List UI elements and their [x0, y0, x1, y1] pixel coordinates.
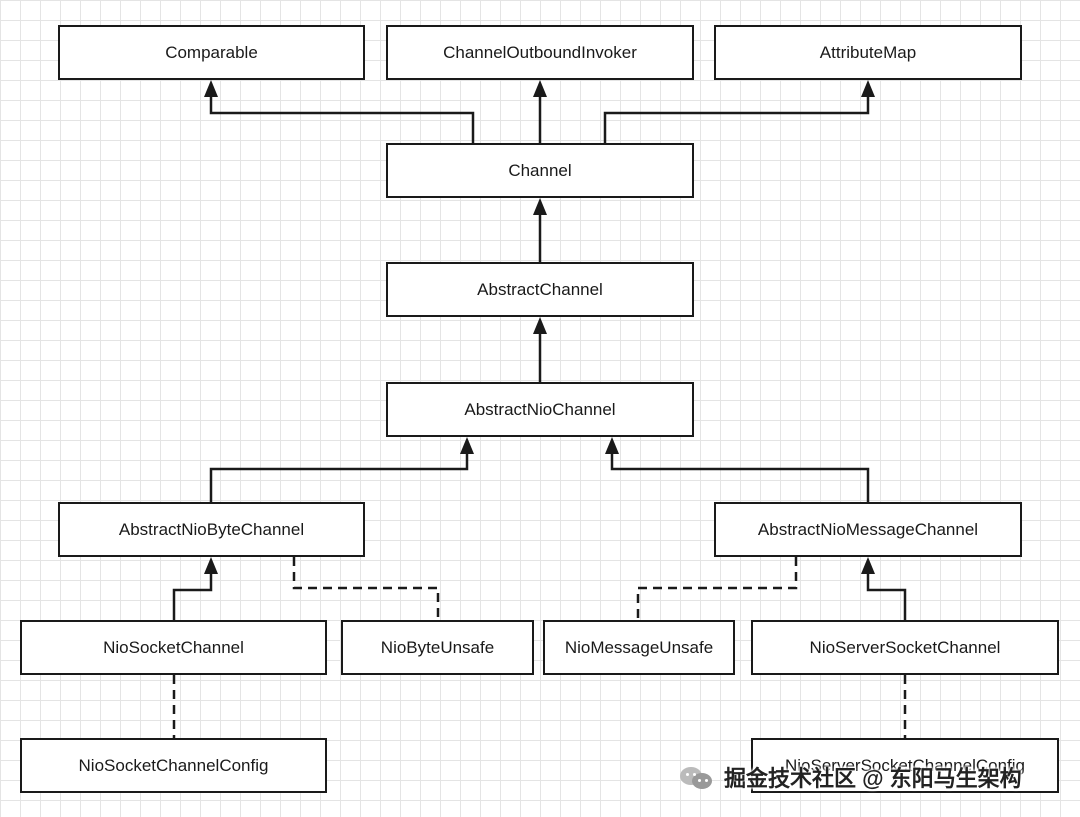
- edge-byte-unsafe-byte-channel: [292, 557, 440, 620]
- arrowhead-nio-channel-left: [460, 437, 474, 454]
- node-nio-message-unsafe: NioMessageUnsafe: [543, 620, 735, 675]
- node-nio-socket-channel: NioSocketChannel: [20, 620, 327, 675]
- arrowhead-nio-channel-right: [605, 437, 619, 454]
- edge-message-channel-nio-channel: [610, 452, 870, 502]
- node-abstract-nio-channel: AbstractNioChannel: [386, 382, 694, 437]
- node-abstract-nio-byte-channel: AbstractNioByteChannel: [58, 502, 365, 557]
- arrowhead-byte-channel: [204, 557, 218, 574]
- watermark-text: 掘金技术社区 @ 东阳马生架构: [724, 766, 1022, 791]
- wechat-icon: [680, 763, 714, 791]
- edge-channel-attribute-map: [603, 94, 870, 143]
- node-nio-server-socket-channel-config: NioServerSocketChannelConfig: [751, 738, 1059, 793]
- node-channel-outbound-invoker: ChannelOutboundInvoker: [386, 25, 694, 80]
- node-nio-byte-unsafe: NioByteUnsafe: [341, 620, 534, 675]
- edge-message-unsafe-message-channel: [636, 557, 798, 620]
- node-channel: Channel: [386, 143, 694, 198]
- arrowhead-channel: [533, 198, 547, 215]
- arrowhead-message-channel: [861, 557, 875, 574]
- arrowhead-comparable: [204, 80, 218, 97]
- arrowhead-attribute-map: [861, 80, 875, 97]
- edge-socket-channel-byte-channel: [172, 572, 213, 620]
- arrowhead-outbound-invoker: [533, 80, 547, 97]
- edge-byte-channel-nio-channel: [209, 452, 469, 502]
- node-abstract-channel: AbstractChannel: [386, 262, 694, 317]
- watermark: 掘金技术社区 @ 东阳马生架构: [680, 752, 1070, 802]
- node-nio-socket-channel-config: NioSocketChannelConfig: [20, 738, 327, 793]
- node-attribute-map: AttributeMap: [714, 25, 1022, 80]
- arrowhead-abstract-channel: [533, 317, 547, 334]
- node-abstract-nio-message-channel: AbstractNioMessageChannel: [714, 502, 1022, 557]
- edge-server-socket-channel-message-channel: [866, 572, 907, 620]
- node-comparable: Comparable: [58, 25, 365, 80]
- edge-channel-comparable: [209, 94, 475, 143]
- node-nio-server-socket-channel: NioServerSocketChannel: [751, 620, 1059, 675]
